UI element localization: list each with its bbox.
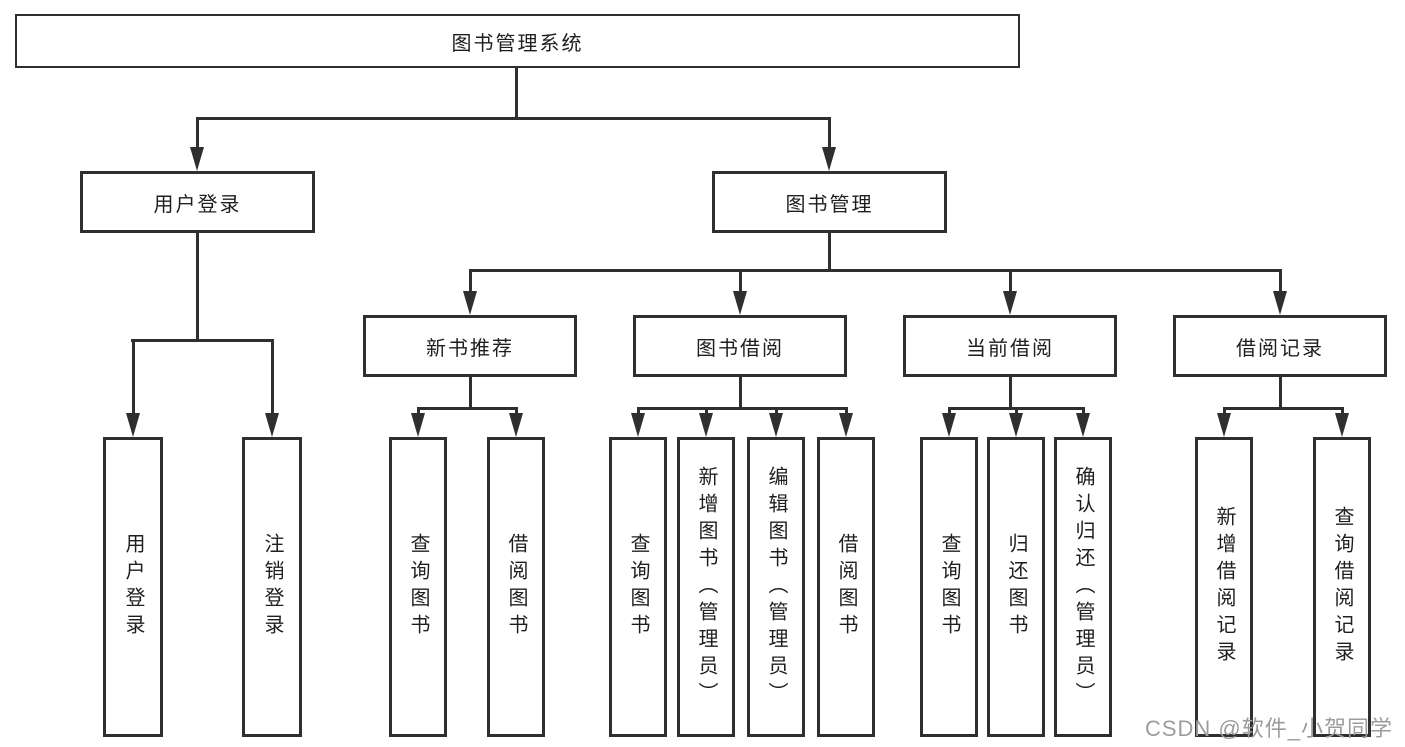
connector-line [828, 117, 831, 149]
connector-line [469, 377, 472, 409]
leaf-user-login: 用户登录 [103, 437, 163, 737]
arrow-down-icon [699, 413, 713, 437]
leaf-borrow-books-recommend: 借阅图书 [487, 437, 545, 737]
connector-line [1279, 377, 1282, 409]
arrow-down-icon [942, 413, 956, 437]
arrow-down-icon [1273, 291, 1287, 315]
connector-line [1279, 269, 1282, 293]
leaf-label: 新增借阅记录 [1213, 506, 1235, 668]
leaf-label: 用户登录 [122, 533, 144, 641]
connector-line [515, 68, 518, 119]
leaf-label: 查询图书 [627, 533, 649, 641]
leaf-query-books-current: 查询图书 [920, 437, 978, 737]
connector-line [196, 233, 199, 342]
leaf-label: 确认归还（管理员） [1072, 465, 1094, 709]
connector-line [948, 407, 951, 415]
node-label: 图书借阅 [696, 337, 784, 360]
node-user-login: 用户登录 [80, 171, 315, 233]
arrow-down-icon [411, 413, 425, 437]
connector-line [1009, 269, 1012, 293]
node-label: 借阅记录 [1236, 337, 1324, 360]
connector-line [132, 339, 135, 415]
connector-line [705, 407, 708, 415]
arrow-down-icon [1217, 413, 1231, 437]
node-borrowing-records: 借阅记录 [1173, 315, 1387, 377]
node-book-management: 图书管理 [712, 171, 947, 233]
arrow-down-icon [126, 413, 140, 437]
leaf-label: 编辑图书（管理员） [765, 465, 787, 709]
connector-line [469, 269, 1282, 272]
connector-line [739, 377, 742, 409]
leaf-label: 查询图书 [938, 533, 960, 641]
connector-line [131, 339, 273, 342]
connector-line [1015, 407, 1018, 415]
arrow-down-icon [769, 413, 783, 437]
arrow-down-icon [733, 291, 747, 315]
connector-line [515, 407, 518, 415]
arrow-down-icon [463, 291, 477, 315]
leaf-query-borrow-record: 查询借阅记录 [1313, 437, 1371, 737]
leaf-label: 新增图书（管理员） [695, 465, 717, 709]
node-new-book-recommend: 新书推荐 [363, 315, 577, 377]
connector-line [196, 117, 830, 120]
node-label: 当前借阅 [966, 337, 1054, 360]
connector-line [637, 407, 848, 410]
connector-line [1223, 407, 1344, 410]
leaf-label: 借阅图书 [505, 533, 527, 641]
leaf-label: 归还图书 [1005, 533, 1027, 641]
connector-line [845, 407, 848, 415]
leaf-confirm-return-admin: 确认归还（管理员） [1054, 437, 1112, 737]
leaf-label: 查询图书 [407, 533, 429, 641]
connector-line [1082, 407, 1085, 415]
arrow-down-icon [631, 413, 645, 437]
leaf-return-books: 归还图书 [987, 437, 1045, 737]
leaf-add-books-admin: 新增图书（管理员） [677, 437, 735, 737]
connector-line [469, 269, 472, 293]
arrow-down-icon [509, 413, 523, 437]
node-label: 图书管理系统 [451, 32, 584, 55]
node-current-borrowing: 当前借阅 [903, 315, 1117, 377]
connector-line [417, 407, 420, 415]
leaf-logout: 注销登录 [242, 437, 302, 737]
connector-line [828, 233, 831, 271]
arrow-down-icon [1003, 291, 1017, 315]
connector-line [417, 407, 518, 410]
connector-line [271, 339, 274, 415]
node-label: 图书管理 [785, 193, 874, 216]
leaf-label: 注销登录 [261, 533, 283, 641]
node-library-system: 图书管理系统 [15, 14, 1020, 68]
leaf-label: 查询借阅记录 [1331, 506, 1353, 668]
arrow-down-icon [822, 147, 836, 171]
arrow-down-icon [839, 413, 853, 437]
arrow-down-icon [265, 413, 279, 437]
csdn-watermark: CSDN @软件_小贺同学 [1144, 716, 1393, 741]
leaf-query-books-borrowing: 查询图书 [609, 437, 667, 737]
arrow-down-icon [1009, 413, 1023, 437]
connector-line [1341, 407, 1344, 415]
connector-line [1223, 407, 1226, 415]
leaf-add-borrow-record: 新增借阅记录 [1195, 437, 1253, 737]
connector-line [739, 269, 742, 293]
connector-line [775, 407, 778, 415]
leaf-edit-books-admin: 编辑图书（管理员） [747, 437, 805, 737]
node-label: 用户登录 [153, 193, 242, 216]
node-label: 新书推荐 [426, 337, 514, 360]
connector-line [196, 117, 199, 149]
arrow-down-icon [190, 147, 204, 171]
node-book-borrowing: 图书借阅 [633, 315, 847, 377]
leaf-borrow-books: 借阅图书 [817, 437, 875, 737]
connector-line [1009, 377, 1012, 409]
leaf-query-books-recommend: 查询图书 [389, 437, 447, 737]
arrow-down-icon [1076, 413, 1090, 437]
leaf-label: 借阅图书 [835, 533, 857, 641]
arrow-down-icon [1335, 413, 1349, 437]
connector-line [637, 407, 640, 415]
